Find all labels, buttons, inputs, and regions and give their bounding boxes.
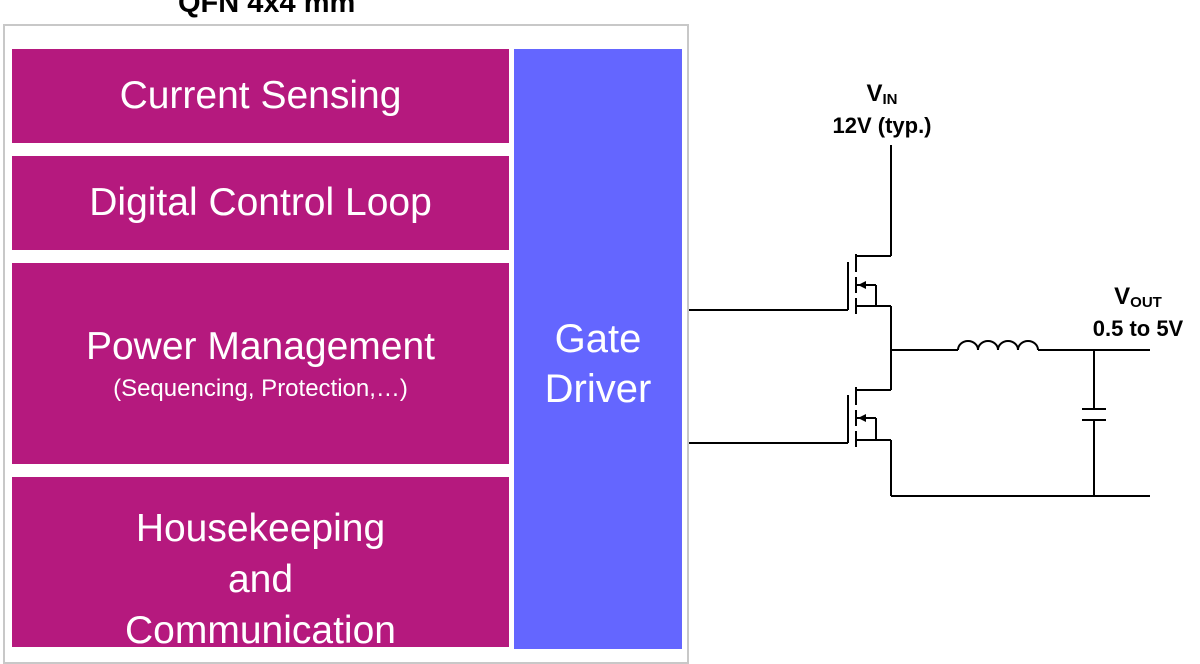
digital-control-loop-label: Digital Control Loop	[89, 181, 432, 224]
buck-converter-schematic	[689, 145, 1150, 497]
vin-value: 12V (typ.)	[832, 113, 932, 138]
current-sensing-label: Current Sensing	[119, 74, 402, 117]
gate-driver-line-1: Gate	[554, 317, 642, 361]
housekeeping-line-2: and	[227, 558, 294, 601]
vin-symbol: V	[866, 80, 883, 107]
vin-label: VIN 12V (typ.)	[812, 80, 952, 139]
vout-subscript: OUT	[1130, 294, 1162, 311]
vout-label: VOUT 0.5 to 5V	[1068, 283, 1200, 342]
gate-driver-block: Gate Driver	[514, 49, 682, 649]
chip-package-title: QFN 4x4 mm	[178, 0, 356, 19]
vin-subscript: IN	[882, 91, 898, 108]
housekeeping-line-1: Housekeeping	[135, 507, 386, 550]
current-sensing-block: Current Sensing	[12, 49, 509, 143]
gate-driver-line-2: Driver	[544, 367, 652, 411]
high-side-mosfet	[847, 254, 891, 314]
low-side-mosfet	[847, 387, 891, 447]
vout-symbol: V	[1114, 283, 1131, 310]
output-inductor	[957, 340, 1039, 351]
vout-value: 0.5 to 5V	[1092, 316, 1184, 341]
digital-control-loop-block: Digital Control Loop	[12, 156, 509, 250]
output-capacitor	[1082, 350, 1106, 496]
power-management-block: Power Management (Sequencing, Protection…	[12, 263, 509, 464]
power-management-sublabel: (Sequencing, Protection,…)	[113, 374, 408, 402]
power-management-label: Power Management	[85, 324, 436, 368]
